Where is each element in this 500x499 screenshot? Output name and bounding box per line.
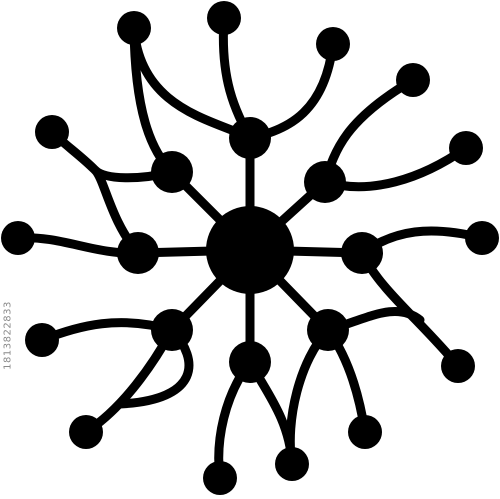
- branch-line: [129, 23, 255, 143]
- outer-node: [316, 27, 350, 61]
- inner-node: [307, 309, 349, 351]
- branch-line: [320, 143, 471, 192]
- inner-node: [151, 309, 193, 351]
- inner-node: [117, 232, 159, 274]
- outer-node: [117, 11, 151, 45]
- inner-node: [151, 151, 193, 193]
- outer-node: [1, 221, 35, 255]
- outer-node: [275, 447, 309, 481]
- outer-node: [396, 63, 430, 97]
- outer-node: [449, 131, 483, 165]
- outer-node: [465, 221, 499, 255]
- outer-node: [25, 323, 59, 357]
- outer-node: [35, 115, 69, 149]
- inner-node: [229, 117, 271, 159]
- outer-node: [207, 1, 241, 35]
- branch-line: [47, 127, 143, 258]
- inner-node: [229, 341, 271, 383]
- outer-node: [69, 415, 103, 449]
- inner-node: [304, 161, 346, 203]
- outer-node: [441, 349, 475, 383]
- outer-node: [203, 461, 237, 495]
- inner-node: [341, 232, 383, 274]
- stock-id-watermark: 1813822833: [2, 301, 14, 370]
- hub-node: [206, 206, 294, 294]
- outer-node: [348, 415, 382, 449]
